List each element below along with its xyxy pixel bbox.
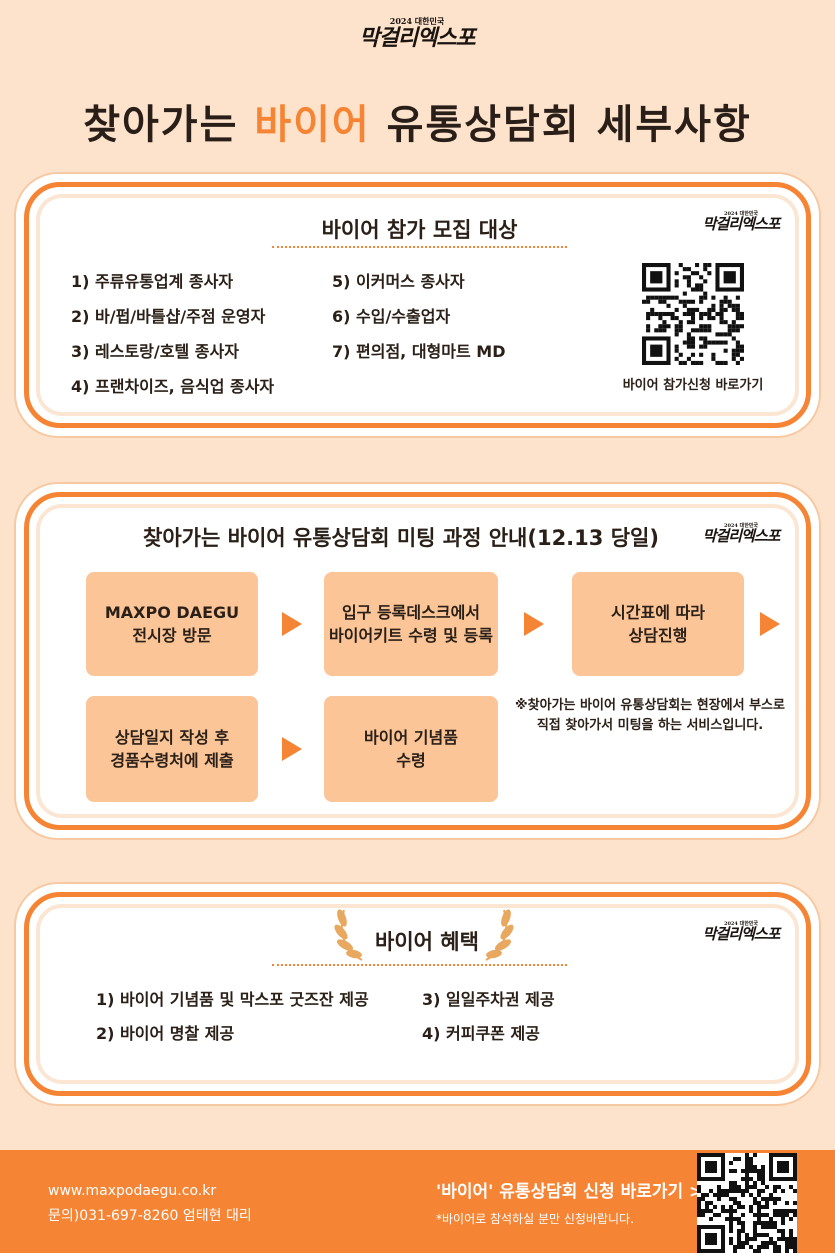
step-line1: MAXPO DAEGU (104, 602, 240, 622)
benefits-panel-inner (36, 904, 799, 1084)
title-part2: 유통상담회 세부사항 (370, 102, 752, 148)
process-logo: 2024 대한민국 막걸리엑스포 (698, 522, 784, 544)
process-step: MAXPO DAEGU 전시장 방문 (86, 572, 258, 676)
title-accent: 바이어 (254, 102, 371, 148)
step-line2: 전시장 방문 (132, 626, 212, 645)
note-line2: 직접 찾아가서 미팅을 하는 서비스입니다. (536, 718, 764, 734)
footer-qr-code[interactable] (697, 1153, 797, 1253)
logo-year: 2024 대한민국 (389, 16, 445, 26)
recruit-qr-caption[interactable]: 바이어 참가신청 바로가기 (622, 378, 764, 393)
process-logo-name: 막걸리엑스포 (702, 527, 781, 545)
recruit-qr-code[interactable] (642, 263, 744, 365)
laurel-right-icon (485, 909, 514, 961)
process-panel: 2024 대한민국 막걸리엑스포 찾아가는 바이어 유통상담회 미팅 과정 안내… (14, 482, 821, 840)
recruit-logo-name: 막걸리엑스포 (702, 215, 781, 233)
benefit-item: 1) 바이어 기념품 및 막스포 굿즈잔 제공 (96, 990, 369, 1009)
footer-apply-note: *바이어로 참석하실 분만 신청바랍니다. (436, 1212, 634, 1226)
recruit-logo: 2024 대한민국 막걸리엑스포 (698, 210, 784, 232)
benefits-title-divider (272, 964, 567, 966)
recruit-item: 4) 프랜차이즈, 음식업 종사자 (71, 377, 275, 396)
benefits-logo-year: 2024 대한민국 (723, 921, 759, 927)
laurel-left-icon (334, 909, 363, 961)
benefits-panel: 2024 대한민국 막걸리엑스포 바이어 혜택 1) 바이어 기념품 및 막스포… (14, 882, 821, 1106)
process-title: 찾아가는 바이어 유통상담회 미팅 과정 안내(12.13 당일) (143, 526, 659, 550)
recruit-item: 6) 수입/수출업자 (332, 307, 451, 326)
step-line2: 수령 (396, 751, 426, 770)
recruit-item: 1) 주류유통업계 종사자 (71, 272, 234, 291)
step-arrow (760, 612, 780, 636)
title-part1: 찾아가는 (83, 102, 255, 148)
recruit-item: 7) 편의점, 대형마트 MD (332, 342, 506, 361)
recruit-title-divider (272, 246, 567, 248)
footer-contact: 문의)031-697-8260 엄태현 대리 (48, 1208, 252, 1224)
step-line1: 입구 등록데스크에서 (341, 602, 481, 622)
benefit-item: 2) 바이어 명찰 제공 (96, 1024, 235, 1043)
benefits-title: 바이어 혜택 (375, 930, 479, 954)
footer-website-link[interactable]: www.maxpodaegu.co.kr (48, 1183, 217, 1199)
footer-apply-link[interactable]: '바이어' 유통상담회 신청 바로가기 > (436, 1182, 704, 1202)
recruit-title: 바이어 참가 모집 대상 (321, 218, 518, 242)
benefit-item: 3) 일일주차권 제공 (422, 990, 555, 1009)
step-line2: 상담진행 (628, 626, 688, 645)
header-logo: 2024 대한민국 막걸리엑스포 (347, 16, 487, 49)
benefits-logo: 2024 대한민국 막걸리엑스포 (698, 920, 784, 942)
logo-name: 막걸리엑스포 (359, 25, 475, 51)
recruit-item: 5) 이커머스 종사자 (332, 272, 465, 291)
recruit-logo-year: 2024 대한민국 (723, 211, 759, 217)
step-arrow (282, 737, 302, 761)
recruit-panel: 2024 대한민국 막걸리엑스포 바이어 참가 모집 대상 1) 주류유통업계 … (14, 172, 821, 438)
recruit-item: 2) 바/펍/바틀샵/주점 운영자 (71, 307, 266, 326)
benefits-logo-name: 막걸리엑스포 (702, 925, 781, 943)
footer: www.maxpodaegu.co.kr 문의)031-697-8260 엄태현… (0, 1150, 835, 1253)
step-line2: 바이어키트 수령 및 등록 (329, 626, 493, 645)
step-line1: 상담일지 작성 후 (114, 727, 230, 747)
step-line1: 바이어 기념품 (364, 727, 458, 747)
step-line2: 경품수령처에 제출 (110, 751, 234, 770)
benefit-item: 4) 커피쿠폰 제공 (422, 1024, 540, 1043)
note-line1: ※찾아가는 바이어 유통상담회는 현장에서 부스로 (515, 698, 785, 713)
step-line1: 시간표에 따라 (611, 602, 705, 622)
step-arrow (282, 612, 302, 636)
page-title: 찾아가는 바이어 유통상담회 세부사항 (0, 92, 835, 150)
recruit-item: 3) 레스토랑/호텔 종사자 (71, 342, 239, 361)
step-arrow (524, 612, 544, 636)
process-logo-year: 2024 대한민국 (723, 523, 759, 529)
